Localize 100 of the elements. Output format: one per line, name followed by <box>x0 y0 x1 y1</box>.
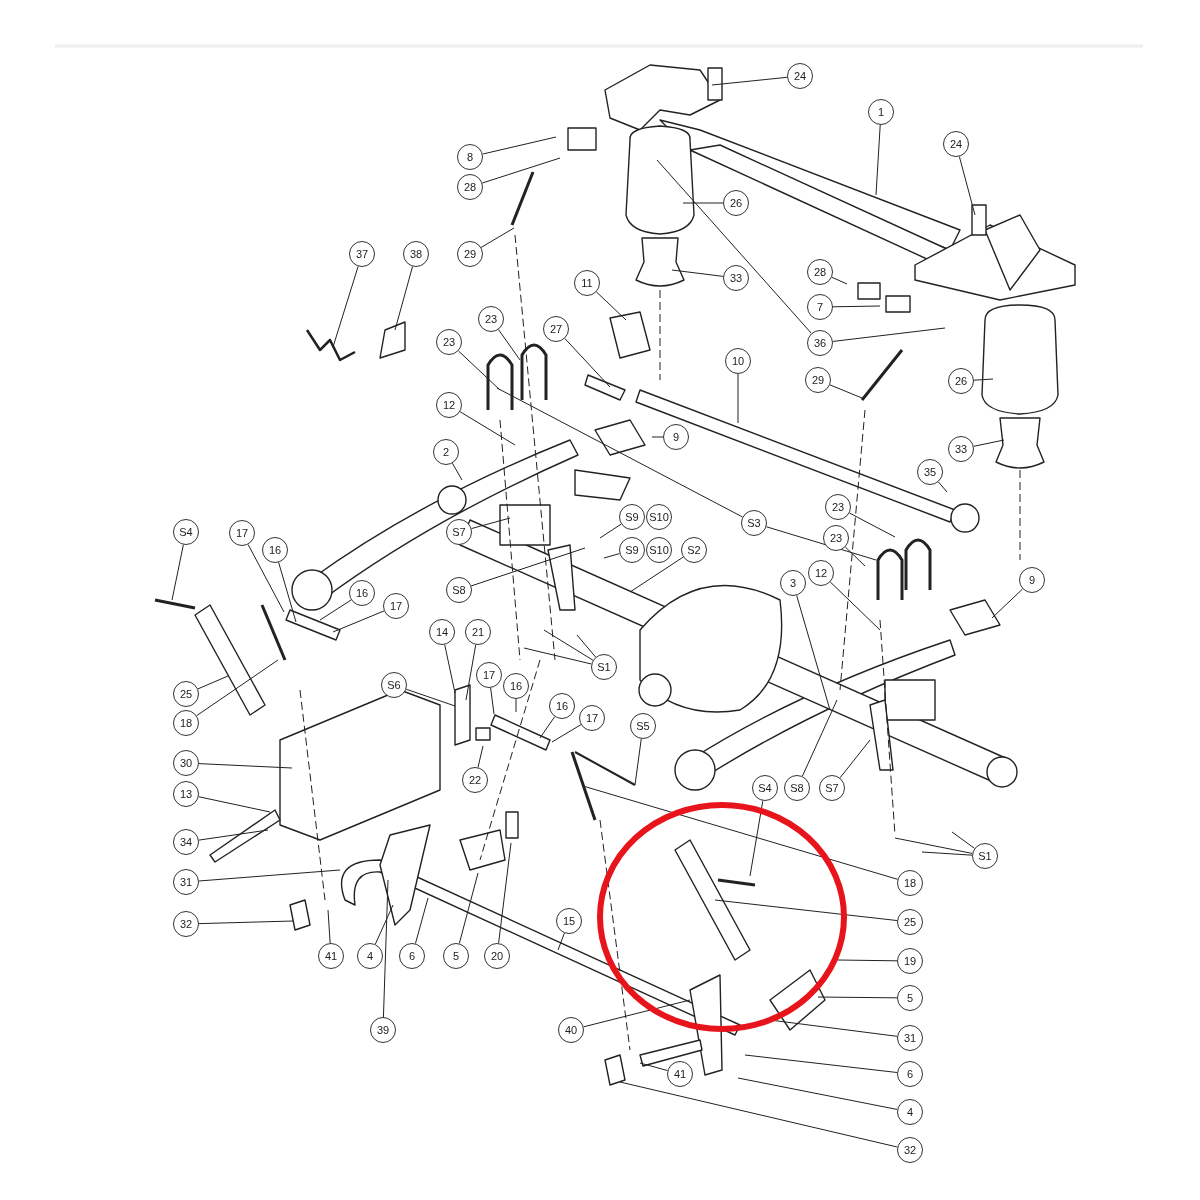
callout-number: S6 <box>381 672 407 698</box>
leader-line <box>991 588 1024 619</box>
leader-line <box>482 136 557 155</box>
leader-line <box>539 716 556 739</box>
callout-number: 17 <box>229 520 255 546</box>
callout-number: 13 <box>173 781 199 807</box>
callout-number: 36 <box>807 330 833 356</box>
leader-line <box>327 909 331 944</box>
leader-line <box>951 831 975 849</box>
leader-line <box>595 291 627 321</box>
leader-line <box>278 562 297 623</box>
leader-line <box>394 266 414 331</box>
callout-number: 25 <box>173 681 199 707</box>
leader-line <box>603 553 620 559</box>
callout-number: 23 <box>823 525 849 551</box>
callout-number: 28 <box>457 174 483 200</box>
callout-number: 4 <box>357 943 383 969</box>
leader-line <box>444 644 456 694</box>
leader-line <box>744 1054 898 1073</box>
callout-number: 23 <box>436 329 462 355</box>
leader-line <box>171 544 184 601</box>
callout-number: 5 <box>897 985 923 1011</box>
leader-line <box>490 687 495 715</box>
callout-number: 26 <box>948 368 974 394</box>
callout-number: 27 <box>543 316 569 342</box>
callout-number: 41 <box>667 1061 693 1087</box>
leader-line <box>198 763 293 769</box>
callout-number: S4 <box>173 519 199 545</box>
callout-number: 40 <box>558 1017 584 1043</box>
callout-number: 23 <box>825 494 851 520</box>
leader-line <box>973 439 1005 447</box>
callout-number: 34 <box>173 829 199 855</box>
callout-number: 31 <box>173 869 199 895</box>
callout-number: 33 <box>723 265 749 291</box>
callout-number: 19 <box>897 948 923 974</box>
callout-number: S2 <box>681 537 707 563</box>
leader-line <box>471 517 511 530</box>
callout-number: 22 <box>462 767 488 793</box>
callout-number: S9 <box>619 537 645 563</box>
leader-line <box>197 675 229 690</box>
leader-line <box>557 932 565 951</box>
leader-line <box>973 378 994 381</box>
callout-number: S8 <box>784 775 810 801</box>
leader-line <box>832 305 881 308</box>
leader-line <box>477 745 484 768</box>
leader-line <box>639 1062 668 1072</box>
callout-number: 3 <box>780 570 806 596</box>
leader-line <box>414 897 429 944</box>
leader-line <box>801 699 838 777</box>
leader-line <box>458 872 479 944</box>
leader-line <box>875 124 881 196</box>
callout-number: S1 <box>591 654 617 680</box>
callout-number: S5 <box>630 713 656 739</box>
callout-number: 2 <box>433 439 459 465</box>
leader-line <box>796 595 831 711</box>
callout-number: 10 <box>725 348 751 374</box>
leader-line <box>498 329 521 361</box>
leader-line <box>921 851 973 856</box>
leader-line <box>829 581 881 631</box>
leader-line <box>599 523 622 539</box>
callout-number: S3 <box>741 510 767 536</box>
callout-number: 9 <box>663 424 689 450</box>
callout-number: 39 <box>370 1017 396 1043</box>
callout-number: 31 <box>897 1025 923 1051</box>
leader-line <box>481 157 561 184</box>
callout-number: 32 <box>897 1137 923 1163</box>
leader-line <box>682 202 724 204</box>
leader-line <box>457 350 501 391</box>
callout-number: 33 <box>948 436 974 462</box>
leader-line <box>831 276 848 285</box>
callout-number: 8 <box>457 144 483 170</box>
leader-line <box>894 837 973 854</box>
callout-number: 17 <box>476 662 502 688</box>
callout-number: S8 <box>446 577 472 603</box>
callout-number: 14 <box>429 619 455 645</box>
callout-number: S9 <box>619 504 645 530</box>
callout-number: 16 <box>503 673 529 699</box>
callout-number: 6 <box>897 1061 923 1087</box>
callout-number: 16 <box>549 693 575 719</box>
leader-line <box>714 899 898 922</box>
leader-line <box>496 387 743 518</box>
callout-number: 28 <box>807 259 833 285</box>
callout-number: S7 <box>819 775 845 801</box>
leader-line <box>656 159 812 334</box>
callout-number: 17 <box>579 705 605 731</box>
callout-number: 12 <box>436 392 462 418</box>
callout-number: S7 <box>446 519 472 545</box>
callout-number: 32 <box>173 911 199 937</box>
leader-line <box>937 481 948 493</box>
callout-number: 17 <box>383 593 409 619</box>
leader-line <box>619 1081 898 1148</box>
leader-line <box>839 739 871 779</box>
leader-line <box>198 920 294 925</box>
leader-line <box>583 999 691 1028</box>
callout-number: S10 <box>646 504 672 530</box>
leader-line <box>382 879 389 1018</box>
callout-number: 26 <box>723 190 749 216</box>
leader-line <box>832 327 946 342</box>
leader-line <box>332 265 359 348</box>
leader-line <box>844 546 866 567</box>
